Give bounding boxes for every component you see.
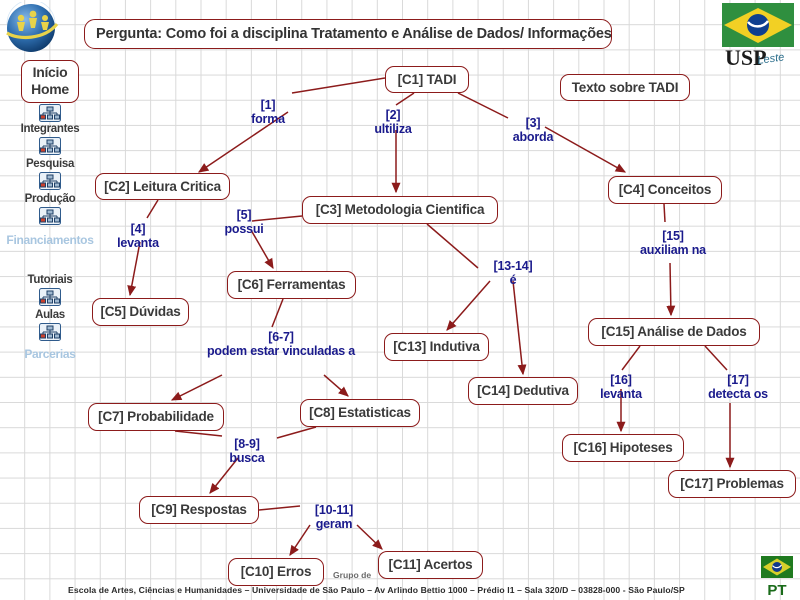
link-label-4: [4] levanta [103,222,173,250]
link-number: [1] [260,98,276,112]
sidebar-item-label: Tutoriais [27,274,73,286]
sidebar-item-label: Integrantes [20,123,80,135]
sidebar-item-financiamentos[interactable]: Financiamentos [0,233,100,247]
sidebar-item-integrantes[interactable]: Integrantes [0,122,100,155]
home-box[interactable]: Início Home [21,60,79,103]
link-verb: detecta os [708,387,768,401]
org-chart-icon[interactable] [39,288,61,306]
node-c8[interactable]: [C8] Estatisticas [300,399,420,427]
link-verb: levanta [117,236,159,250]
sidebar-item-parcerias[interactable]: Parcerias [0,347,100,361]
link-label-16: [16] levanta [588,373,654,401]
link-verb: podem estar vinculadas a [206,344,356,358]
link-verb: ultiliza [374,122,412,136]
language-pt-flag[interactable]: PT [760,556,794,599]
node-c16[interactable]: [C16] Hipoteses [562,434,684,462]
link-number: [5] [236,208,252,222]
sidebar-item-label: Produção [24,193,76,205]
link-number: [4] [130,222,146,236]
node-c17[interactable]: [C17] Problemas [668,470,796,498]
link-number: [10-11] [314,503,354,517]
link-number: [16] [610,373,632,387]
node-c14[interactable]: [C14] Dedutiva [468,377,578,405]
node-c7[interactable]: [C7] Probabilidade [88,403,224,431]
link-number: [17] [727,373,749,387]
footer-address: Escola de Artes, Ciências e Humanidades … [68,585,685,595]
node-c13[interactable]: [C13] Indutiva [384,333,489,361]
node-c9[interactable]: [C9] Respostas [139,496,259,524]
sidebar-item-pesquisa[interactable]: Pesquisa [0,157,100,190]
org-chart-icon[interactable] [39,323,61,341]
link-label-3: [3] aborda [496,116,570,144]
link-verb: busca [229,451,265,465]
question-box: Pergunta: Como foi a disciplina Tratamen… [84,19,612,49]
link-number: [8-9] [234,437,260,451]
link-label-5: [5] possui [209,208,279,236]
sidebar-item-label: Parcerias [24,347,76,361]
node-c15[interactable]: [C15] Análise de Dados [588,318,760,346]
link-number: [13-14] [493,259,533,273]
language-label: PT [767,582,787,599]
link-verb: forma [251,112,285,126]
link-verb: aborda [512,130,554,144]
svg-text:USP: USP [725,45,767,69]
sidebar-item-tutoriais[interactable]: Tutoriais [0,273,100,306]
link-label-10-11: [10-11] geram [294,503,374,531]
org-chart-icon[interactable] [39,207,61,225]
link-label-6-7: [6-7] podem estar vinculadas a [198,330,364,358]
org-chart-icon[interactable] [39,104,61,122]
link-label-15: [15] auxiliam na [640,229,706,257]
sidebar-item-label: Pesquisa [25,158,75,170]
brazil-flag-icon[interactable] [761,556,793,578]
sidebar: Início Home Integrantes [0,60,100,363]
sidebar-item-label: Home [31,81,69,97]
link-number: [15] [662,229,684,243]
node-c6[interactable]: [C6] Ferramentas [227,271,356,299]
link-label-13-14: [13-14] é [478,259,548,287]
node-texto-sobre-tadi[interactable]: Texto sobre TADI [560,74,690,101]
link-verb: possui [224,222,264,236]
node-c11[interactable]: [C11] Acertos [378,551,483,579]
node-c5[interactable]: [C5] Dúvidas [92,298,189,326]
link-label-1: [1] forma [226,98,310,126]
link-number: [3] [525,116,541,130]
node-c3[interactable]: [C3] Metodologia Cientifica [302,196,498,224]
sidebar-item-producao[interactable]: Produção [0,192,100,225]
sidebar-item-aulas[interactable]: Aulas [0,308,100,341]
footer-group-text: Grupo de [333,570,372,580]
link-verb: auxiliam na [640,243,706,257]
link-number: [2] [385,108,401,122]
node-c10[interactable]: [C10] Erros [228,558,324,586]
node-c1[interactable]: [C1] TADI [385,66,469,93]
org-chart-icon[interactable] [39,172,61,190]
link-label-8-9: [8-9] busca [212,437,282,465]
link-label-2: [2] ultiliza [358,108,428,136]
link-number: [6-7] [268,330,294,344]
node-c2[interactable]: [C2] Leitura Critica [95,173,230,200]
each-net-globe-logo [6,2,59,52]
usp-leste-brazil-flag-logo: USP Leste [722,3,794,69]
node-c4[interactable]: [C4] Conceitos [608,176,722,204]
sidebar-item-label: Financiamentos [6,233,94,247]
link-label-17: [17] detecta os [708,373,768,401]
link-verb: levanta [600,387,642,401]
sidebar-item-inicio-home[interactable]: Início Home [0,60,100,122]
svg-text:Leste: Leste [757,51,785,67]
sidebar-item-label: Aulas [35,309,65,321]
org-chart-icon[interactable] [39,137,61,155]
sidebar-item-label: Início [32,64,68,80]
link-verb: geram [315,517,353,531]
link-verb: é [509,273,517,287]
